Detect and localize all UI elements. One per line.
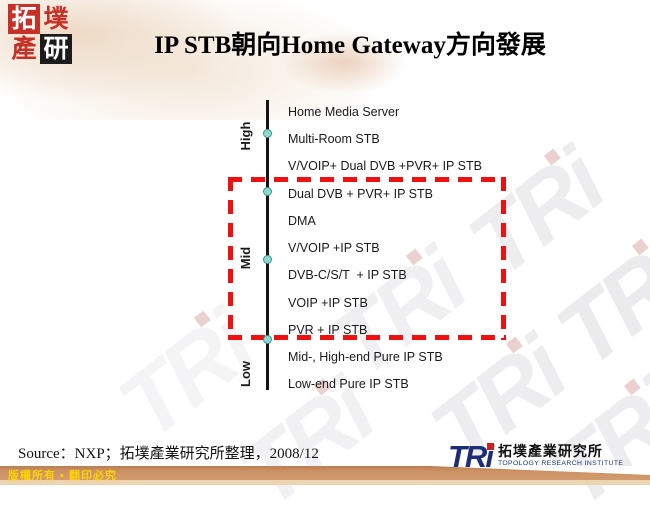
item-label: Low-end Pure IP STB	[288, 377, 409, 391]
axis-dot	[263, 255, 272, 264]
seal-char: 墣	[43, 5, 69, 33]
item-label: Mid-, High-end Pure IP STB	[288, 350, 443, 364]
item-label: V/VOIP+ Dual DVB +PVR+ IP STB	[288, 159, 482, 173]
footer-bar	[0, 466, 650, 480]
tri-logo: TRi 拓墣產業研究所 TOPOLOGY RESEARCH INSTITUTE	[448, 440, 623, 474]
tri-seal-logo: 拓 墣 產 研	[8, 4, 72, 64]
tri-logo-mark: TRi	[448, 440, 498, 474]
highlight-box-edge	[228, 177, 506, 182]
highlight-box-edge	[501, 177, 506, 340]
axis-dot	[263, 187, 272, 196]
tri-logo-name-en: TOPOLOGY RESEARCH INSTITUTE	[497, 460, 624, 467]
item-label: Multi-Room STB	[288, 132, 380, 146]
axis-dot	[263, 335, 272, 344]
axis-line	[266, 100, 269, 390]
footer-bar-wedge	[430, 466, 650, 475]
seal-char: 拓	[8, 4, 40, 34]
item-label: DMA	[288, 214, 316, 228]
item-label: DVB-C/S/T + IP STB	[288, 268, 407, 282]
highlight-box-edge	[228, 177, 233, 340]
seal-char: 研	[40, 34, 72, 64]
copyright-notice: 版權所有 ▪ 翻印必究	[8, 470, 118, 482]
tri-logo-name-zh: 拓墣產業研究所	[497, 443, 603, 459]
footer-bar-lower-strip	[0, 480, 650, 485]
item-label: Dual DVB + PVR+ IP STB	[288, 187, 433, 201]
highlight-box	[228, 177, 506, 340]
item-label: Home Media Server	[288, 105, 400, 119]
seal-char: 產	[11, 35, 37, 63]
axis-dot	[263, 129, 272, 138]
axis-level-low: Low	[238, 361, 253, 387]
item-label: PVR + IP STB	[288, 323, 368, 337]
source-note: Source：NXP；拓墣產業研究所整理，2008/12	[18, 446, 319, 462]
item-label: V/VOIP +IP STB	[288, 241, 380, 255]
page-title: IP STB朝向Home Gateway方向發展	[154, 32, 546, 59]
axis-level-high: High	[238, 121, 253, 151]
highlight-box-edge	[228, 335, 506, 340]
item-label: VOIP +IP STB	[288, 296, 368, 310]
